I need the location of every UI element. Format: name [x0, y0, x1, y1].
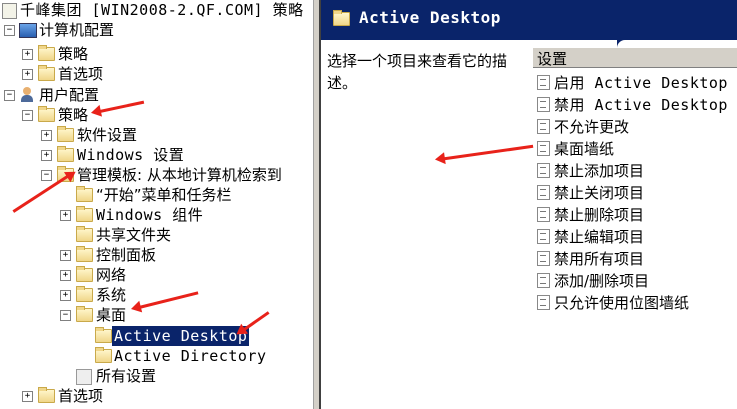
all-settings-icon — [76, 369, 92, 385]
expand-icon[interactable]: + — [60, 290, 71, 301]
folder-icon — [38, 387, 55, 403]
tree-root-label: 千峰集团 [WIN2008-2.QF.COM] 策略 — [20, 1, 304, 19]
collapse-icon[interactable]: − — [60, 310, 71, 321]
details-header: Active Desktop — [321, 0, 737, 40]
folder-icon — [76, 206, 93, 222]
folder-icon — [38, 65, 55, 81]
setting-item[interactable]: 禁用 Active Desktop — [537, 94, 728, 116]
details-title: Active Desktop — [359, 8, 501, 27]
collapse-icon[interactable]: − — [22, 110, 33, 121]
annotation-arrow — [239, 311, 270, 334]
collapse-icon[interactable]: − — [4, 90, 15, 101]
annotation-arrow — [438, 144, 534, 161]
folder-icon — [76, 246, 93, 262]
policy-setting-icon — [537, 295, 550, 310]
collapse-icon[interactable]: − — [41, 170, 52, 181]
computer-icon — [19, 23, 37, 38]
policy-setting-icon — [537, 163, 550, 178]
folder-icon — [95, 347, 112, 363]
tree-pane: 千峰集团 [WIN2008-2.QF.COM] 策略 − 计算机配置 + 策略 … — [0, 0, 314, 409]
folder-icon — [57, 126, 74, 142]
setting-item[interactable]: 禁止关闭项目 — [537, 182, 644, 204]
expand-icon[interactable]: + — [60, 210, 71, 221]
expand-icon[interactable]: + — [22, 391, 33, 402]
setting-item[interactable]: 禁止添加项目 — [537, 160, 644, 182]
details-pane: Active Desktop 选择一个项目来查看它的描述。 设置 启用 Acti… — [321, 0, 737, 409]
folder-icon — [76, 186, 93, 202]
policy-setting-icon — [537, 251, 550, 266]
policy-setting-icon — [537, 141, 550, 156]
setting-item[interactable]: 只允许使用位图墙纸 — [537, 292, 689, 314]
user-icon — [20, 87, 34, 102]
folder-icon — [38, 106, 55, 122]
policy-setting-icon — [537, 273, 550, 288]
policy-setting-icon — [537, 75, 550, 90]
setting-item[interactable]: 启用 Active Desktop — [537, 72, 728, 94]
expand-icon[interactable]: + — [22, 69, 33, 80]
pane-splitter[interactable] — [314, 0, 321, 409]
setting-item[interactable]: 桌面墙纸 — [537, 138, 614, 160]
setting-item[interactable]: 禁止编辑项目 — [537, 226, 644, 248]
expand-icon[interactable]: + — [41, 130, 52, 141]
folder-icon — [76, 306, 93, 322]
expand-icon[interactable]: + — [41, 150, 52, 161]
policy-setting-icon — [537, 185, 550, 200]
annotation-arrow — [94, 100, 145, 114]
folder-icon — [333, 10, 350, 26]
setting-item[interactable]: 禁止删除项目 — [537, 204, 644, 226]
folder-icon — [76, 226, 93, 242]
description-text: 选择一个项目来查看它的描述。 — [327, 52, 508, 92]
folder-icon — [57, 146, 74, 162]
collapse-icon[interactable]: − — [4, 25, 15, 36]
column-header-settings[interactable]: 设置 — [533, 48, 737, 68]
folder-icon — [38, 45, 55, 61]
folder-icon — [95, 327, 112, 343]
expand-icon[interactable]: + — [60, 270, 71, 281]
setting-item[interactable]: 禁用所有项目 — [537, 248, 644, 270]
expand-icon[interactable]: + — [60, 250, 71, 261]
policy-setting-icon — [537, 119, 550, 134]
setting-item[interactable]: 添加/删除项目 — [537, 270, 649, 292]
policy-setting-icon — [537, 229, 550, 244]
expand-icon[interactable]: + — [22, 49, 33, 60]
folder-icon — [76, 266, 93, 282]
folder-icon — [76, 286, 93, 302]
annotation-arrow — [134, 291, 199, 310]
setting-item[interactable]: 不允许更改 — [537, 116, 629, 138]
tab-curve — [617, 40, 737, 48]
gpo-icon — [2, 3, 17, 19]
policy-setting-icon — [537, 207, 550, 222]
policy-setting-icon — [537, 97, 550, 112]
